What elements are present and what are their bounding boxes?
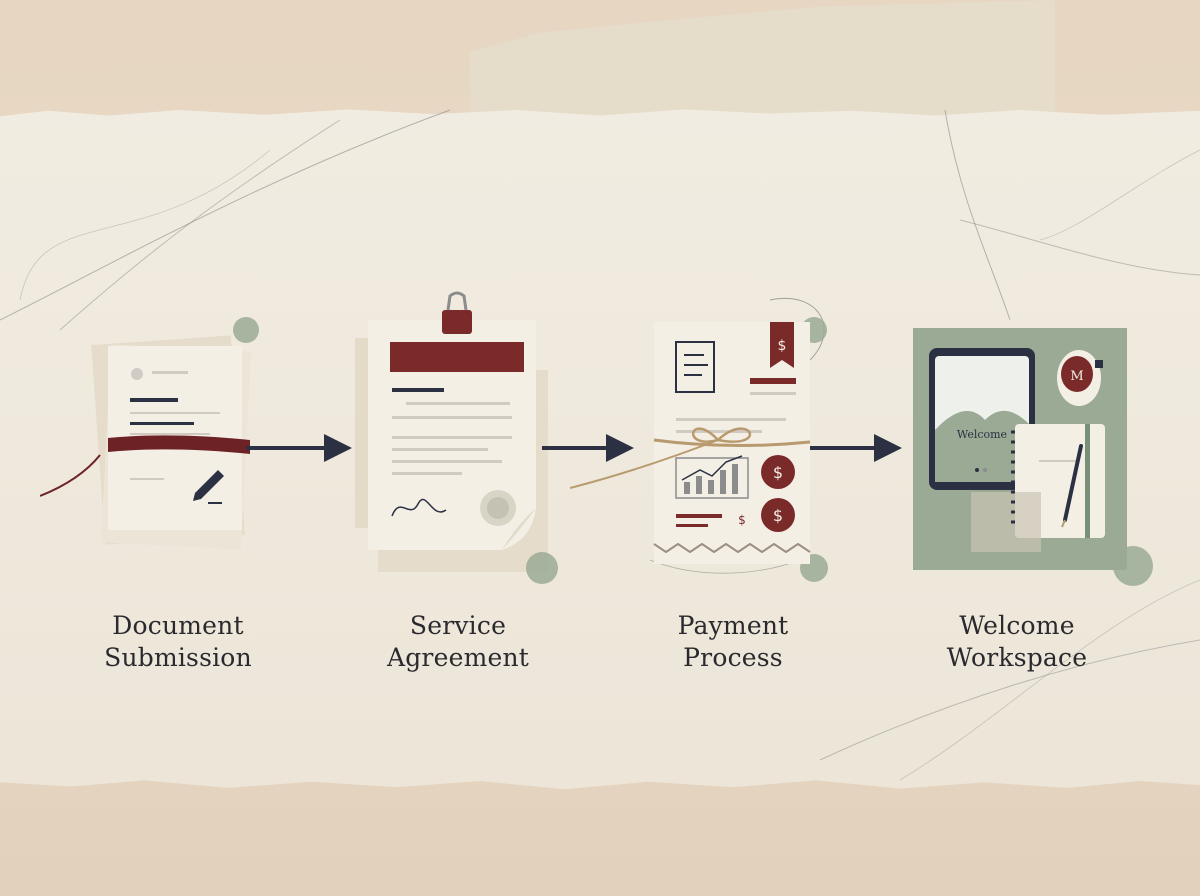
currency-symbol: $	[773, 463, 783, 482]
arrow-right-icon	[246, 434, 352, 462]
step-label-welcome-workspace: Welcome Workspace	[897, 610, 1137, 674]
step-label-payment-process: Payment Process	[613, 610, 853, 674]
step-label-line: Service	[409, 611, 507, 640]
mug-monogram: M	[1070, 369, 1083, 384]
step-label-line: Welcome	[959, 611, 1075, 640]
currency-symbol: $	[738, 513, 746, 527]
workspace-board-icon: Welcome M	[913, 328, 1153, 586]
currency-symbol: $	[773, 506, 783, 525]
step-label-line: Payment	[677, 611, 789, 640]
step-label-line: Document	[112, 611, 244, 640]
tablet-welcome-text: Welcome	[957, 428, 1007, 441]
tied-documents-icon	[40, 317, 259, 550]
step-label-service-agreement: Service Agreement	[338, 610, 578, 674]
step-label-line: Agreement	[386, 643, 530, 672]
signed-contract-icon	[355, 291, 558, 584]
step-label-line: Process	[683, 643, 783, 672]
arrow-right-icon	[542, 434, 634, 462]
step-label-document-submission: Document Submission	[58, 610, 298, 674]
step-label-line: Workspace	[946, 643, 1088, 672]
arrow-right-icon	[810, 434, 902, 462]
currency-symbol: $	[778, 338, 787, 354]
step-label-line: Submission	[104, 643, 252, 672]
invoice-bundle-icon: $ $ $ $	[570, 317, 828, 582]
